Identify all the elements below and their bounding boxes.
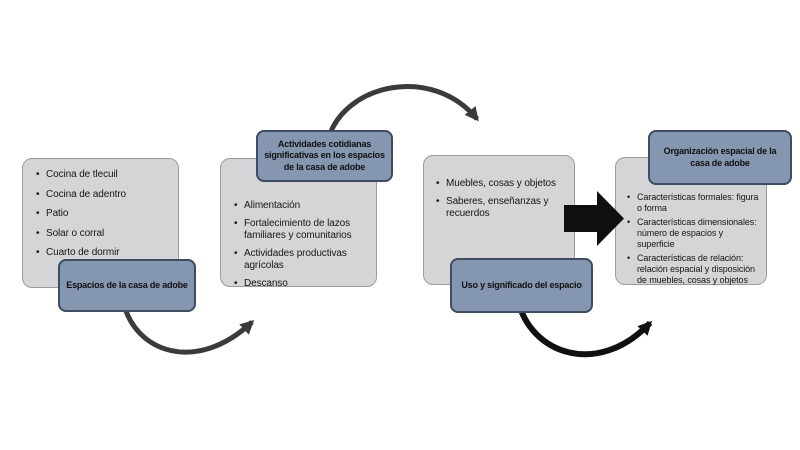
bullet-item: Cocina de adentro <box>36 189 172 202</box>
bullet-item: Solar o corral <box>36 228 172 241</box>
bullet-item: Cuarto de dormir <box>36 247 172 260</box>
stage1-title: Espacios de la casa de adobe <box>66 279 188 290</box>
stage4-bullet-list: Características formales: figura o forma… <box>627 192 762 286</box>
stage1-bullet-list: Cocina de tlecuilCocina de adentroPatioS… <box>36 169 172 260</box>
bullet-item: Saberes, enseñanzas y recuerdos <box>436 196 568 221</box>
stage3-title: Uso y significado del espacio <box>461 279 582 290</box>
bullet-item: Características de relación: relación es… <box>627 253 762 286</box>
bullet-item: Actividades productivas agrícolas <box>234 248 370 273</box>
bullet-item: Fortalecimiento de lazos familiares y co… <box>234 218 370 243</box>
bullet-item: Cocina de tlecuil <box>36 169 172 182</box>
bullet-item: Muebles, cosas y objetos <box>436 178 568 191</box>
stage4-title: Organización espacial de la casa de adob… <box>663 146 777 168</box>
bullet-item: Alimentación <box>234 200 370 213</box>
bullet-item: Descanso <box>234 278 370 291</box>
bullet-item: Características formales: figura o forma <box>627 192 762 214</box>
stage3-bullet-list: Muebles, cosas y objetosSaberes, enseñan… <box>436 178 568 221</box>
stage3-title-box: Uso y significado del espacio <box>450 258 593 313</box>
stage1-title-box: Espacios de la casa de adobe <box>58 259 196 312</box>
bullet-item: Patio <box>36 208 172 221</box>
stage2-bullet-list: AlimentaciónFortalecimiento de lazos fam… <box>234 200 370 290</box>
bullet-item: Características dimensionales: número de… <box>627 217 762 250</box>
stage4-title-box: Organización espacial de la casa de adob… <box>648 130 792 185</box>
stage2-title-box: Actividades cotidianas significativas en… <box>256 130 393 182</box>
stage2-title: Actividades cotidianas significativas en… <box>264 139 385 172</box>
